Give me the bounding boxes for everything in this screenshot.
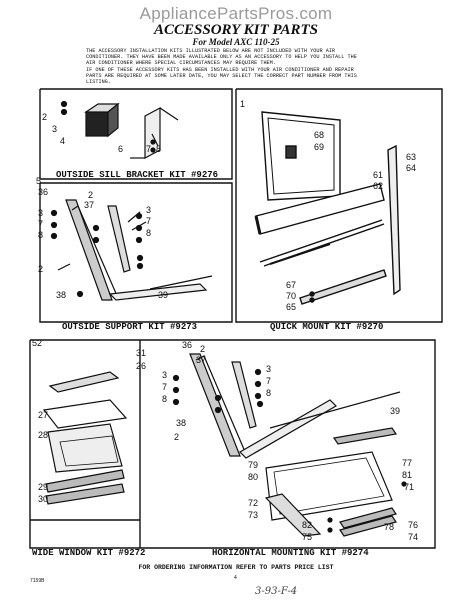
callout-number: 73 bbox=[248, 510, 259, 520]
callout-number: 3 bbox=[266, 364, 272, 374]
callout-number: 26 bbox=[136, 361, 147, 371]
intro-line: AIR CONDITIONER WHERE SPECIAL CIRCUMSTAN… bbox=[86, 60, 276, 67]
callout-number: 68 bbox=[314, 130, 325, 140]
watermark: AppliancePartsPros.com bbox=[139, 4, 333, 23]
callout-number: 70 bbox=[286, 291, 297, 301]
callout-number: 1 bbox=[240, 99, 246, 109]
callout-number: 8 bbox=[38, 230, 44, 240]
intro-line: PARTS ARE REQUIRED AT SOME LATER DATE, Y… bbox=[86, 72, 357, 79]
callout-number: 2 bbox=[38, 264, 44, 274]
callout-number: 79 bbox=[248, 460, 259, 470]
callout-number: 72 bbox=[248, 498, 259, 508]
callout-number: 6 bbox=[118, 144, 124, 154]
callout-number: 37 bbox=[196, 355, 207, 365]
page-number: 4 bbox=[234, 575, 237, 581]
callout-number: 74 bbox=[408, 532, 419, 542]
callout-number: 71 bbox=[404, 482, 415, 492]
intro-line: IF ONE OF THESE ACCESSORY KITS HAS BEEN … bbox=[86, 66, 354, 73]
callout-number: 7 bbox=[38, 219, 44, 229]
callout-number: 82 bbox=[302, 520, 313, 530]
callout-number: 3 bbox=[38, 208, 44, 218]
callout-number: 64 bbox=[406, 163, 417, 173]
intro-line: LISTING. bbox=[86, 79, 111, 86]
callout-number: 8 bbox=[156, 144, 162, 154]
horizontal-kit-label: HORIZONTAL MOUNTING KIT #9274 bbox=[212, 548, 369, 558]
callout-number: 7 bbox=[266, 376, 272, 386]
intro-line: CONDITIONER. THEY HAVE BEEN MADE AVAILAB… bbox=[86, 54, 357, 61]
callout-number: 69 bbox=[314, 142, 325, 152]
callout-number: 36 bbox=[182, 340, 193, 350]
callout-number: 27 bbox=[38, 410, 49, 420]
intro-text: THE ACCESSORY INSTALLATION KITS ILLUSTRA… bbox=[86, 48, 386, 85]
callout-number: 4 bbox=[60, 136, 66, 146]
wide-window-kit-label: WIDE WINDOW KIT #9272 bbox=[32, 548, 146, 558]
callout-number: 38 bbox=[56, 290, 67, 300]
callout-number: 36 bbox=[38, 187, 49, 197]
outside-sill-kit-frame bbox=[39, 88, 233, 180]
callout-number: 38 bbox=[176, 418, 187, 428]
callout-number: 3 bbox=[146, 205, 152, 215]
callout-number: 37 bbox=[84, 200, 95, 210]
support-kit-parts bbox=[50, 199, 213, 301]
callout-number: 80 bbox=[248, 472, 259, 482]
outside-support-kit-label: OUTSIDE SUPPORT KIT #9273 bbox=[62, 322, 198, 332]
callout-number: 63 bbox=[406, 152, 417, 162]
callout-number: 67 bbox=[286, 280, 297, 290]
callout-number: 3 bbox=[162, 370, 168, 380]
ordering-info-note: FOR ORDERING INFORMATION REFER TO PARTS … bbox=[138, 564, 334, 571]
callout-number: 76 bbox=[408, 520, 419, 530]
callout-number: 2 bbox=[88, 190, 94, 200]
callout-number: 7 bbox=[146, 144, 152, 154]
horizontal-kit-parts bbox=[172, 353, 407, 537]
outside-sill-kit-label: OUTSIDE SILL BRACKET KIT #9276 bbox=[56, 170, 219, 180]
callout-number: 28 bbox=[38, 430, 49, 440]
callout-number: 8 bbox=[266, 388, 272, 398]
handwritten-note: 3-93-F-4 bbox=[255, 586, 298, 597]
callout-number: 29 bbox=[38, 482, 49, 492]
callout-number: 2 bbox=[42, 112, 48, 122]
callout-number: 39 bbox=[390, 406, 401, 416]
callout-number: 2 bbox=[200, 344, 206, 354]
callout-number: 7 bbox=[146, 216, 152, 226]
quick-mount-parts bbox=[254, 111, 401, 305]
quick-mount-kit-label: QUICK MOUNT KIT #9270 bbox=[270, 322, 384, 332]
callout-number: 8 bbox=[146, 228, 152, 238]
callout-number: 31 bbox=[136, 348, 147, 358]
wide-window-kit-frame bbox=[29, 339, 436, 549]
callout-number: 78 bbox=[384, 522, 395, 532]
callout-number: 8 bbox=[162, 394, 168, 404]
callout-number: 52 bbox=[32, 338, 43, 348]
callout-number: 39 bbox=[158, 290, 169, 300]
intro-line: THE ACCESSORY INSTALLATION KITS ILLUSTRA… bbox=[86, 48, 336, 54]
callout-number: 75 bbox=[302, 532, 313, 542]
callout-number: 2 bbox=[174, 432, 180, 442]
quick-mount-kit-frame bbox=[235, 88, 443, 323]
sill-bracket-parts bbox=[60, 100, 179, 159]
callout-number: 62 bbox=[373, 181, 384, 191]
page-subtitle: For Model AXC 110-25 bbox=[192, 37, 280, 47]
callout-number: 81 bbox=[402, 470, 413, 480]
callout-number: 30 bbox=[38, 494, 49, 504]
callout-number: 61 bbox=[373, 170, 384, 180]
callout-number: 7 bbox=[162, 382, 168, 392]
callout-number: 77 bbox=[402, 458, 413, 468]
wide-window-parts bbox=[42, 371, 128, 505]
callout-number: 5 bbox=[36, 176, 42, 186]
callout-number: 65 bbox=[286, 302, 297, 312]
outside-support-kit-frame bbox=[39, 182, 233, 323]
page-title: ACCESSORY KIT PARTS bbox=[154, 22, 318, 38]
document-code: 7159B bbox=[30, 578, 45, 584]
callout-number: 3 bbox=[52, 124, 58, 134]
